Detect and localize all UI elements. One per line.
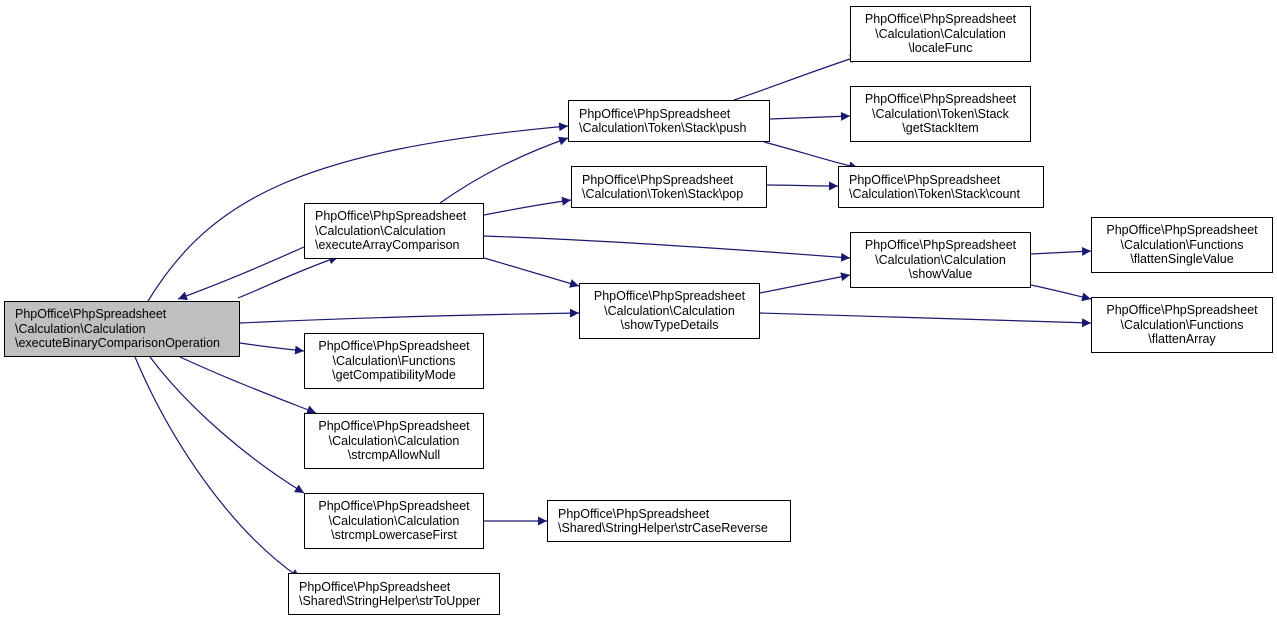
node-line: PhpOffice\PhpSpreadsheet [558, 506, 710, 521]
node-strcmp-lowercase-first[interactable]: PhpOffice\PhpSpreadsheet \Calculation\Ca… [304, 493, 484, 549]
node-line: \Calculation\Calculation [15, 321, 146, 336]
node-show-type-details[interactable]: PhpOffice\PhpSpreadsheet \Calculation\Ca… [579, 283, 760, 339]
node-strcmp-allow-null[interactable]: PhpOffice\PhpSpreadsheet \Calculation\Ca… [304, 413, 484, 469]
node-line: PhpOffice\PhpSpreadsheet [582, 172, 734, 187]
node-line: \Calculation\Calculation [875, 252, 1006, 267]
node-stack-count[interactable]: PhpOffice\PhpSpreadsheet \Calculation\To… [838, 166, 1044, 208]
node-execute-binary-comparison-operation[interactable]: PhpOffice\PhpSpreadsheet \Calculation\Ca… [4, 301, 240, 357]
edge-pop-to-count [766, 181, 839, 191]
edge-exec-array-to-show-value [483, 235, 851, 262]
edge-push-to-count [763, 141, 859, 171]
edge-exec-array-to-push [439, 136, 569, 204]
node-stack-pop[interactable]: PhpOffice\PhpSpreadsheet \Calculation\To… [571, 166, 767, 208]
node-line: \Shared\StringHelper\strToUpper [299, 594, 481, 608]
node-line: PhpOffice\PhpSpreadsheet [15, 307, 167, 322]
node-line: \Calculation\Calculation [875, 26, 1006, 41]
node-line: \localeFunc [908, 41, 973, 56]
node-line: \Calculation\Calculation [328, 433, 460, 448]
node-line: \Shared\StringHelper\strCaseReverse [558, 521, 768, 535]
node-line: \flattenArray [1148, 332, 1216, 347]
edge-show-type-to-flatten-array [759, 312, 1092, 328]
node-locale-func[interactable]: PhpOffice\PhpSpreadsheet \Calculation\Ca… [850, 6, 1031, 62]
node-line: PhpOffice\PhpSpreadsheet [318, 419, 470, 434]
node-line: \strcmpLowercaseFirst [331, 528, 457, 543]
node-line: \getStackItem [902, 121, 979, 136]
edge-show-type-to-show-value [759, 272, 851, 294]
edge-root-to-strtoupper [134, 356, 301, 579]
edge-root-to-push [147, 122, 569, 302]
node-line: PhpOffice\PhpSpreadsheet [849, 172, 1001, 187]
node-line: PhpOffice\PhpSpreadsheet [864, 92, 1017, 107]
node-line: \Calculation\Token\Stack [872, 106, 1009, 121]
edge-exec-array-to-show-type [483, 257, 580, 288]
node-line: \Calculation\Functions [1120, 237, 1244, 252]
node-line: \Calculation\Calculation [315, 223, 446, 238]
node-flatten-array[interactable]: PhpOffice\PhpSpreadsheet \Calculation\Fu… [1091, 297, 1273, 353]
node-line: \Calculation\Token\Stack\push [579, 121, 747, 135]
node-line: \Calculation\Token\Stack\pop [582, 187, 744, 201]
node-line: PhpOffice\PhpSpreadsheet [579, 106, 731, 121]
node-execute-array-comparison[interactable]: PhpOffice\PhpSpreadsheet \Calculation\Ca… [304, 203, 484, 259]
node-line: PhpOffice\PhpSpreadsheet [864, 12, 1017, 27]
node-line: \executeBinaryComparisonOperation [15, 336, 220, 351]
node-line: PhpOffice\PhpSpreadsheet [318, 499, 470, 514]
node-line: \getCompatibilityMode [332, 368, 456, 383]
node-stack-push[interactable]: PhpOffice\PhpSpreadsheet \Calculation\To… [568, 100, 770, 142]
edge-push-to-locale-func [733, 54, 860, 101]
node-line: \showValue [908, 267, 973, 282]
node-line: \strcmpAllowNull [347, 448, 441, 463]
edge-exec-array-to-pop [483, 196, 572, 216]
edge-push-to-get-stack-item [769, 111, 851, 121]
node-line: PhpOffice\PhpSpreadsheet [315, 209, 467, 224]
node-line: \executeArrayComparison [315, 238, 460, 253]
edge-root-to-show-type [239, 308, 580, 324]
edge-root-to-compat [239, 342, 305, 355]
node-line: PhpOffice\PhpSpreadsheet [299, 579, 451, 594]
node-show-value[interactable]: PhpOffice\PhpSpreadsheet \Calculation\Ca… [850, 232, 1031, 288]
node-line: PhpOffice\PhpSpreadsheet [593, 289, 746, 304]
edge-root-to-strcmp-lower [149, 356, 305, 494]
node-line: \Calculation\Functions [1120, 317, 1244, 332]
node-line: \Calculation\Functions [332, 353, 456, 368]
node-flatten-single-value[interactable]: PhpOffice\PhpSpreadsheet \Calculation\Fu… [1091, 217, 1273, 273]
node-get-compatibility-mode[interactable]: PhpOffice\PhpSpreadsheet \Calculation\Fu… [304, 333, 484, 389]
edge-root-to-strcmp-null [179, 356, 317, 414]
node-line: \Calculation\Calculation [328, 513, 460, 528]
node-line: PhpOffice\PhpSpreadsheet [1106, 303, 1258, 318]
edge-show-value-to-flatten-single [1030, 246, 1092, 256]
node-line: \Calculation\Calculation [604, 303, 735, 318]
node-line: \showTypeDetails [620, 318, 719, 333]
edge-exec-array-to-root [177, 246, 305, 301]
edge-show-value-to-flatten-array [1030, 284, 1092, 302]
node-str-to-upper[interactable]: PhpOffice\PhpSpreadsheet \Shared\StringH… [288, 573, 500, 615]
node-line: PhpOffice\PhpSpreadsheet [864, 238, 1017, 253]
edge-root-to-exec-array [237, 255, 339, 299]
node-line: PhpOffice\PhpSpreadsheet [318, 339, 470, 354]
node-get-stack-item[interactable]: PhpOffice\PhpSpreadsheet \Calculation\To… [850, 86, 1031, 142]
node-line: \flattenSingleValue [1130, 252, 1234, 267]
node-str-case-reverse[interactable]: PhpOffice\PhpSpreadsheet \Shared\StringH… [547, 500, 791, 542]
node-line: PhpOffice\PhpSpreadsheet [1106, 223, 1258, 238]
node-line: \Calculation\Token\Stack\count [849, 187, 1020, 201]
